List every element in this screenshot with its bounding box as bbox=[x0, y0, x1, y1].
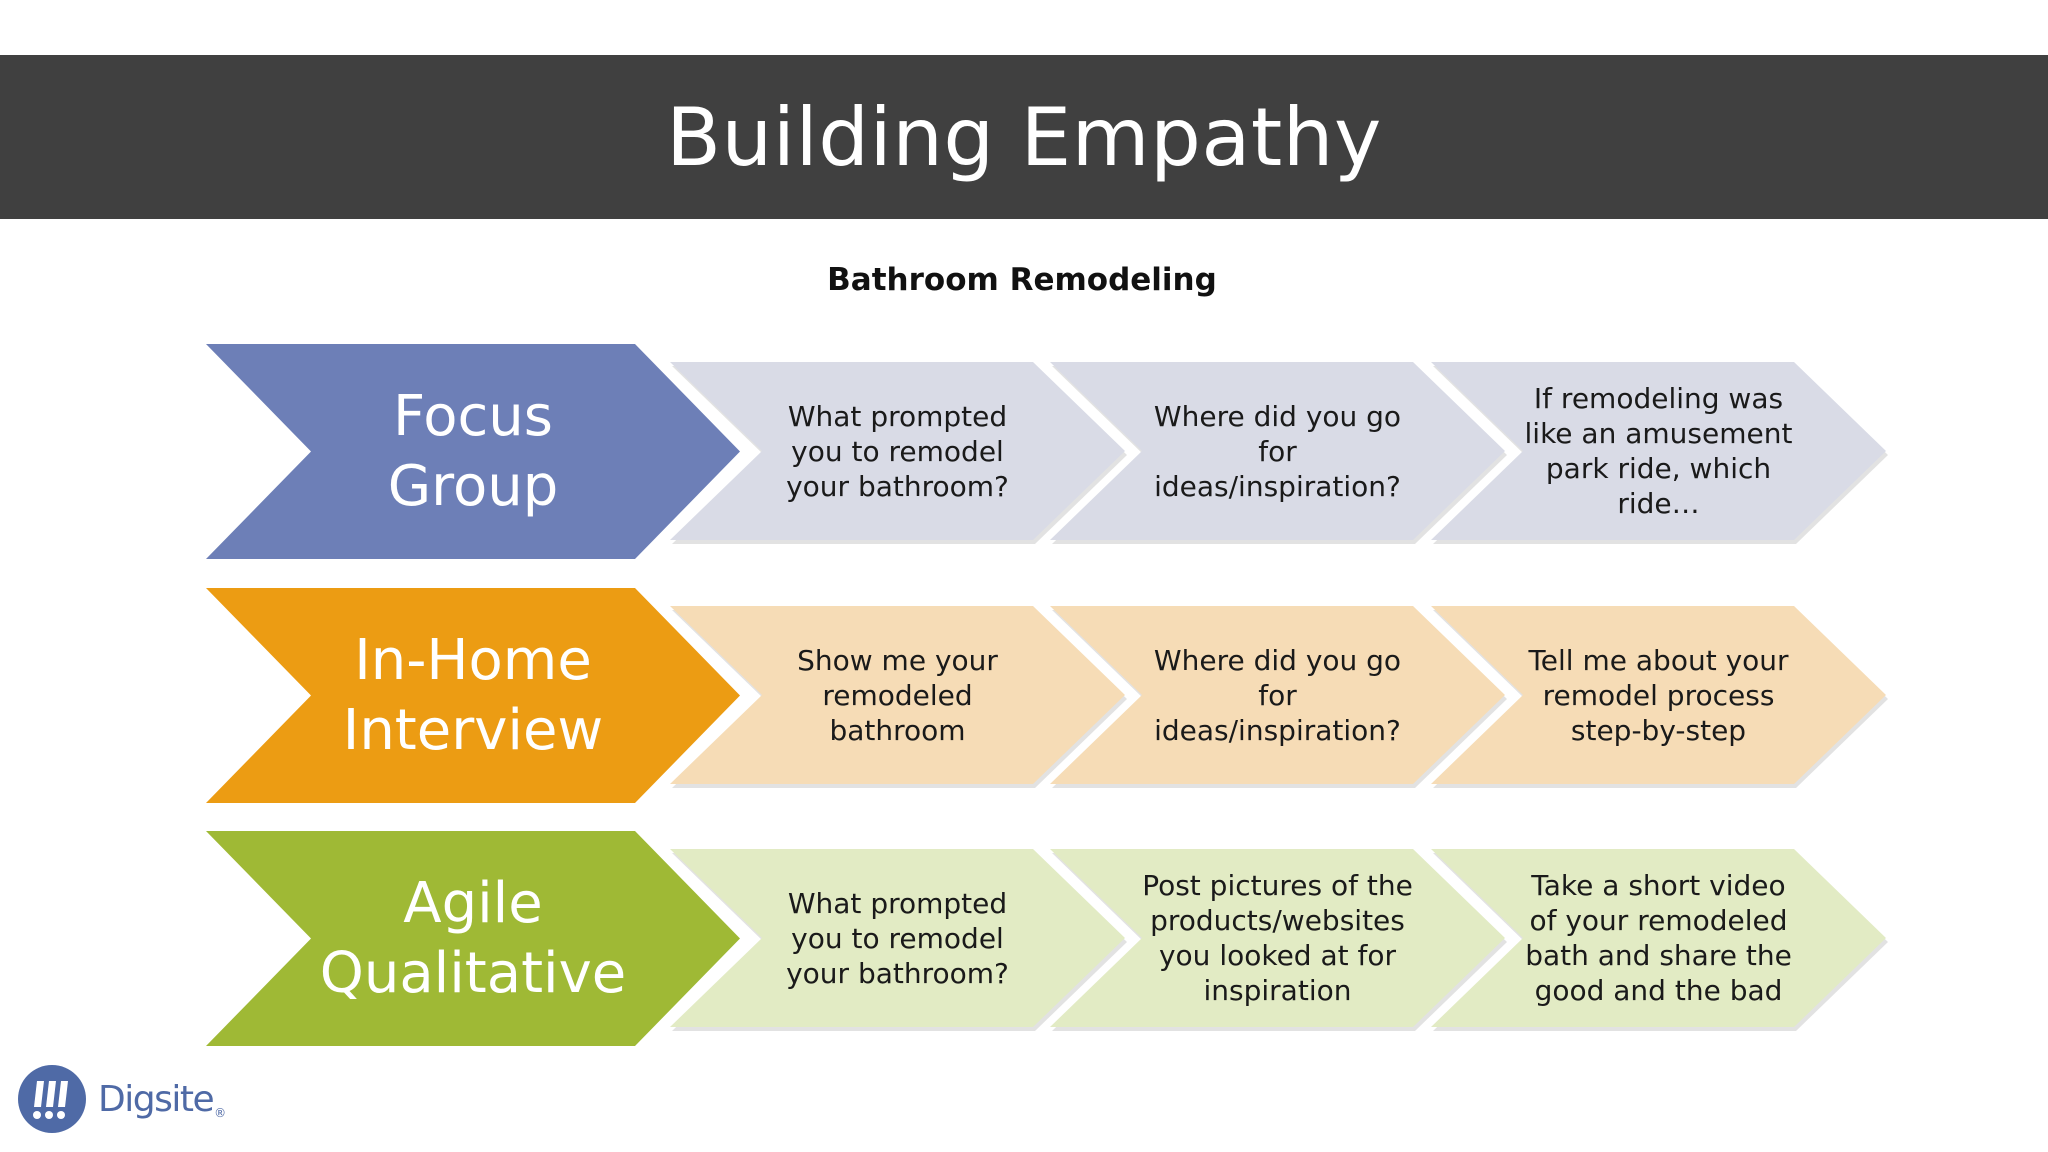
text-line: Tell me about your bbox=[1528, 643, 1789, 677]
text-line: ideas/inspiration? bbox=[1154, 713, 1401, 747]
text-line: If remodeling was bbox=[1533, 382, 1784, 415]
text-line: step-by-step bbox=[1570, 713, 1747, 747]
text-line: Focus bbox=[393, 383, 553, 449]
text-line: Where did you go bbox=[1153, 643, 1402, 677]
text-line: good and the bad bbox=[1534, 974, 1783, 1007]
text-line: In-Home bbox=[354, 627, 592, 693]
digsite-logo-reg: ® bbox=[214, 1105, 226, 1120]
text-line: your bathroom? bbox=[786, 469, 1009, 503]
text-line: Take a short video bbox=[1531, 869, 1786, 902]
text-line: Show me your bbox=[797, 643, 998, 677]
text-line: bath and share the bbox=[1525, 939, 1792, 972]
title-bar: Building Empathy bbox=[0, 55, 2048, 219]
text-line: you looked at for bbox=[1158, 939, 1397, 972]
text-line: your bathroom? bbox=[786, 956, 1009, 990]
digsite-logo-icon bbox=[18, 1065, 86, 1133]
text-line: ride… bbox=[1617, 487, 1700, 520]
text-line: bathroom bbox=[829, 713, 966, 747]
digsite-logo-name: Digsite bbox=[98, 1078, 215, 1120]
text-line: Qualitative bbox=[319, 940, 627, 1006]
text-line: inspiration bbox=[1203, 974, 1352, 1007]
text-line: you to remodel bbox=[791, 434, 1004, 468]
text-line: park ride, which bbox=[1545, 452, 1772, 485]
text-line: ideas/inspiration? bbox=[1154, 469, 1401, 503]
text-line: you to remodel bbox=[791, 921, 1004, 955]
text-line: remodel process bbox=[1542, 678, 1775, 712]
text-line: Where did you go bbox=[1153, 399, 1402, 433]
text-line: Interview bbox=[342, 697, 604, 763]
text-line: remodeled bbox=[822, 678, 973, 712]
text-line: What prompted bbox=[787, 886, 1008, 920]
page-title: Building Empathy bbox=[666, 90, 1382, 184]
text-line: for bbox=[1258, 678, 1297, 712]
text-line: for bbox=[1258, 434, 1297, 468]
text-line: What prompted bbox=[787, 399, 1008, 433]
text-line: products/websites bbox=[1150, 904, 1405, 937]
text-line: Post pictures of the bbox=[1142, 869, 1413, 902]
diagram-subtitle-text: Bathroom Remodeling bbox=[827, 262, 1217, 298]
text-line: of your remodeled bbox=[1529, 904, 1788, 937]
text-line: Agile bbox=[403, 870, 543, 936]
diagram-subtitle: Bathroom Remodeling bbox=[0, 262, 2048, 298]
digsite-logo: Digsite® bbox=[16, 1063, 226, 1135]
text-line: like an amusement bbox=[1524, 417, 1793, 450]
digsite-logo-text: Digsite® bbox=[98, 1078, 226, 1120]
text-line: Group bbox=[387, 453, 559, 519]
